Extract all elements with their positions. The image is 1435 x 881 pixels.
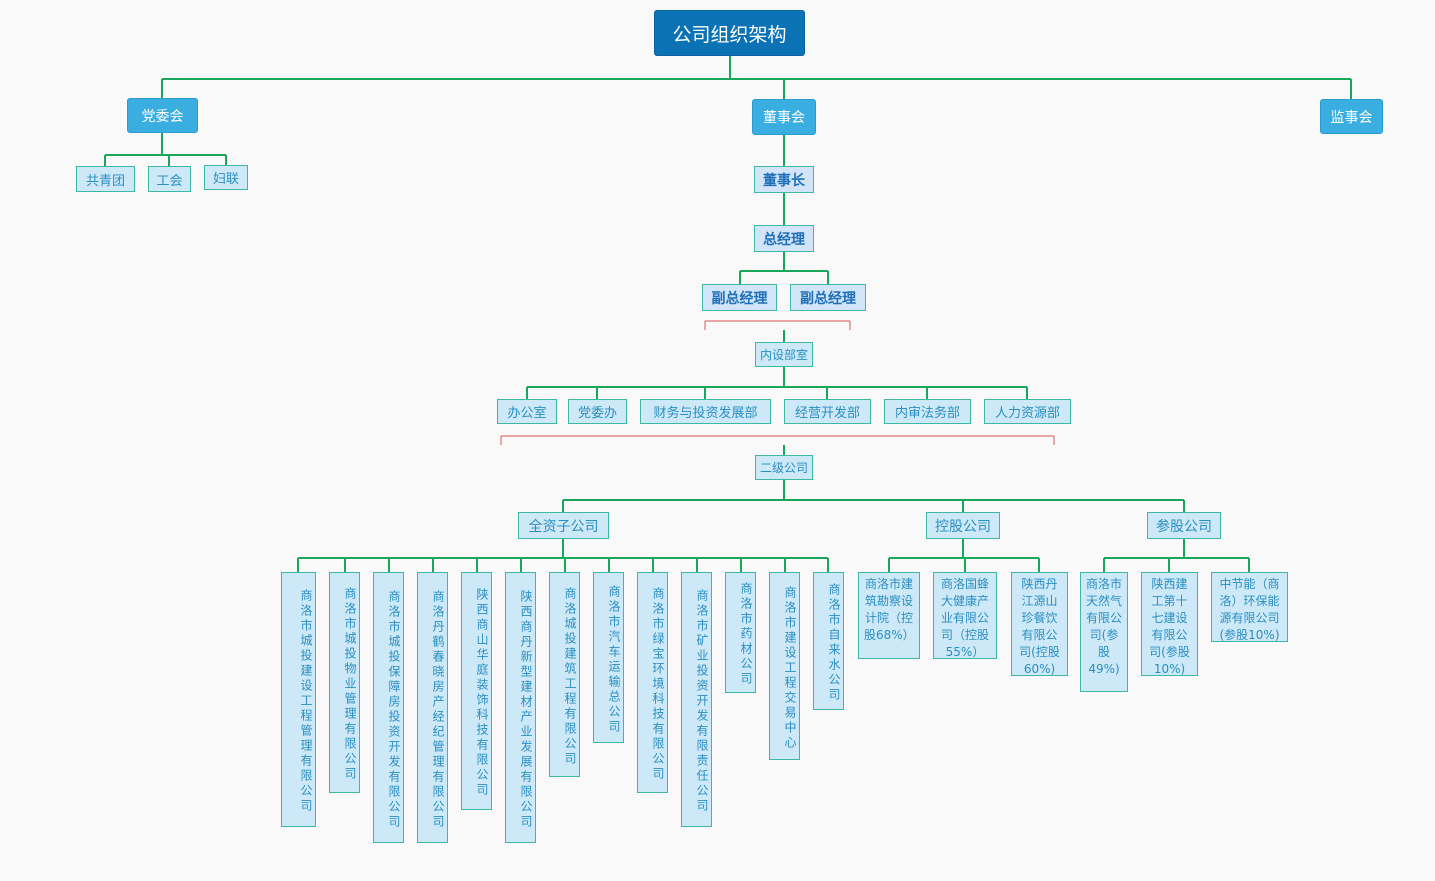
subsidiary-company[interactable]: 陕西商丹新型建材产业发展有限公司 [505, 572, 536, 843]
holding-company[interactable]: 陕西丹江源山珍餐饮有限公司(控股60%) [1011, 572, 1068, 676]
holding-company[interactable]: 商洛市建筑勘察设计院（控股68%） [858, 572, 920, 659]
shareholding-category[interactable]: 参股公司 [1147, 512, 1221, 539]
shareholding-company[interactable]: 陕西建工第十七建设有限公司(参股10%) [1141, 572, 1198, 676]
subsidiary-company[interactable]: 商洛丹鹤春晓房产经纪管理有限公司 [417, 572, 448, 843]
org-chart-title[interactable]: 公司组织架构 [654, 10, 805, 56]
internal-departments-label[interactable]: 内设部室 [755, 342, 813, 367]
department-business-development[interactable]: 经营开发部 [784, 399, 871, 424]
subsidiary-company[interactable]: 商洛市建设工程交易中心 [769, 572, 800, 760]
subsidiary-company[interactable]: 商洛市矿业投资开发有限责任公司 [681, 572, 712, 827]
subsidiary-company[interactable]: 商洛市自来水公司 [813, 572, 844, 710]
labor-union-node[interactable]: 工会 [148, 166, 191, 192]
department-party-office[interactable]: 党委办 [568, 399, 627, 424]
department-human-resources[interactable]: 人力资源部 [984, 399, 1071, 424]
youth-league-node[interactable]: 共青团 [76, 166, 135, 192]
subsidiary-company[interactable]: 陕西商山华庭装饰科技有限公司 [461, 572, 492, 810]
secondary-companies-label[interactable]: 二级公司 [755, 455, 813, 480]
party-committee-node[interactable]: 党委会 [127, 98, 198, 133]
shareholding-company[interactable]: 商洛市天然气有限公司(参股49%) [1080, 572, 1128, 692]
shareholding-company[interactable]: 中节能（商洛）环保能源有限公司(参股10%) [1211, 572, 1288, 642]
department-finance-investment[interactable]: 财务与投资发展部 [640, 399, 771, 424]
subsidiary-company[interactable]: 商洛市城投建设工程管理有限公司 [281, 572, 316, 827]
subsidiary-company[interactable]: 商洛市汽车运输总公司 [593, 572, 624, 743]
subsidiary-company[interactable]: 商洛城投建筑工程有限公司 [549, 572, 580, 777]
holding-category[interactable]: 控股公司 [926, 512, 1000, 539]
subsidiary-company[interactable]: 商洛市绿宝环境科技有限公司 [637, 572, 668, 793]
subsidiary-company[interactable]: 商洛市城投物业管理有限公司 [329, 572, 360, 793]
deputy-general-manager-node[interactable]: 副总经理 [790, 284, 866, 311]
chairman-node[interactable]: 董事长 [754, 166, 814, 193]
board-of-directors-node[interactable]: 董事会 [752, 99, 816, 135]
general-manager-node[interactable]: 总经理 [754, 225, 814, 252]
subsidiary-company[interactable]: 商洛市药材公司 [725, 572, 756, 693]
wholly-owned-category[interactable]: 全资子公司 [518, 512, 609, 539]
holding-company[interactable]: 商洛国蜂大健康产业有限公司（控股55%） [933, 572, 997, 659]
deputy-general-manager-node[interactable]: 副总经理 [702, 284, 777, 311]
department-audit-legal[interactable]: 内审法务部 [884, 399, 971, 424]
supervisory-board-node[interactable]: 监事会 [1320, 99, 1383, 134]
department-office[interactable]: 办公室 [497, 399, 557, 424]
womens-federation-node[interactable]: 妇联 [204, 165, 248, 190]
subsidiary-company[interactable]: 商洛市城投保障房投资开发有限公司 [373, 572, 404, 843]
